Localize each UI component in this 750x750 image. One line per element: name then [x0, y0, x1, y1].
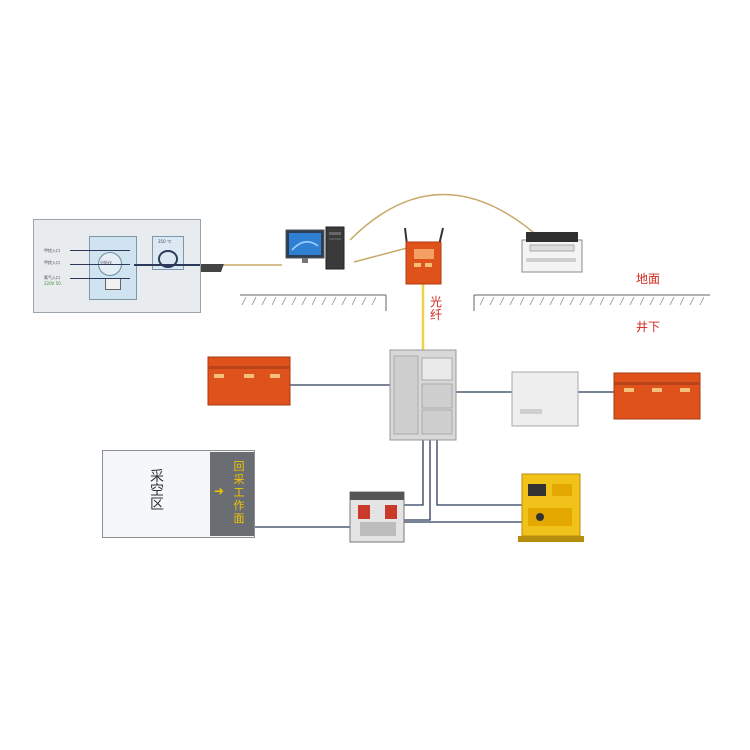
cable-cabinet-to-switch [436, 440, 522, 506]
explosion-proof-box-icon [207, 356, 291, 406]
control-cabinet-icon [389, 349, 457, 441]
mining-switch-icon [518, 473, 584, 542]
working-face-label: 回采工作面 [233, 460, 245, 525]
pump-unit-icon [349, 491, 405, 543]
server-tower-icon [325, 226, 345, 270]
power-supply-box-icon [511, 371, 579, 427]
station-temp: 350 ℃ [158, 239, 172, 244]
station-line-2: 甲烷入口 [44, 260, 60, 265]
ground-right [473, 294, 710, 311]
surface-label: 地面 [636, 272, 661, 286]
cable-pc-to-station [353, 247, 408, 263]
station-panel-icon: 甲烷入口 甲烷入口 氧气入口 220V 50 350 ℃ 分析仪 [33, 219, 201, 313]
explosion-proof-box-icon [613, 372, 701, 420]
goaf-label: 采空区 [150, 469, 164, 513]
cable-arc-to-printer [349, 193, 541, 241]
cable-cabinet-to-pump [404, 440, 424, 506]
ground-left [240, 294, 387, 311]
printer-icon [521, 232, 583, 273]
wireless-station-icon [404, 227, 444, 285]
cable-cabinet-to-pump-2 [404, 440, 431, 521]
arrow-right-icon: ➜ [214, 484, 225, 498]
fiber-label: 光纤 [429, 295, 442, 322]
station-line-1: 甲烷入口 [44, 248, 60, 253]
station-center: 分析仪 [100, 260, 112, 265]
ground-hatch [241, 296, 705, 306]
working-face-bar [210, 452, 254, 536]
underground-label: 井下 [636, 320, 661, 334]
station-line-4: 220V 50 [44, 281, 61, 286]
station-line-3: 氧气入口 [44, 275, 60, 280]
computer-icon [183, 226, 345, 272]
